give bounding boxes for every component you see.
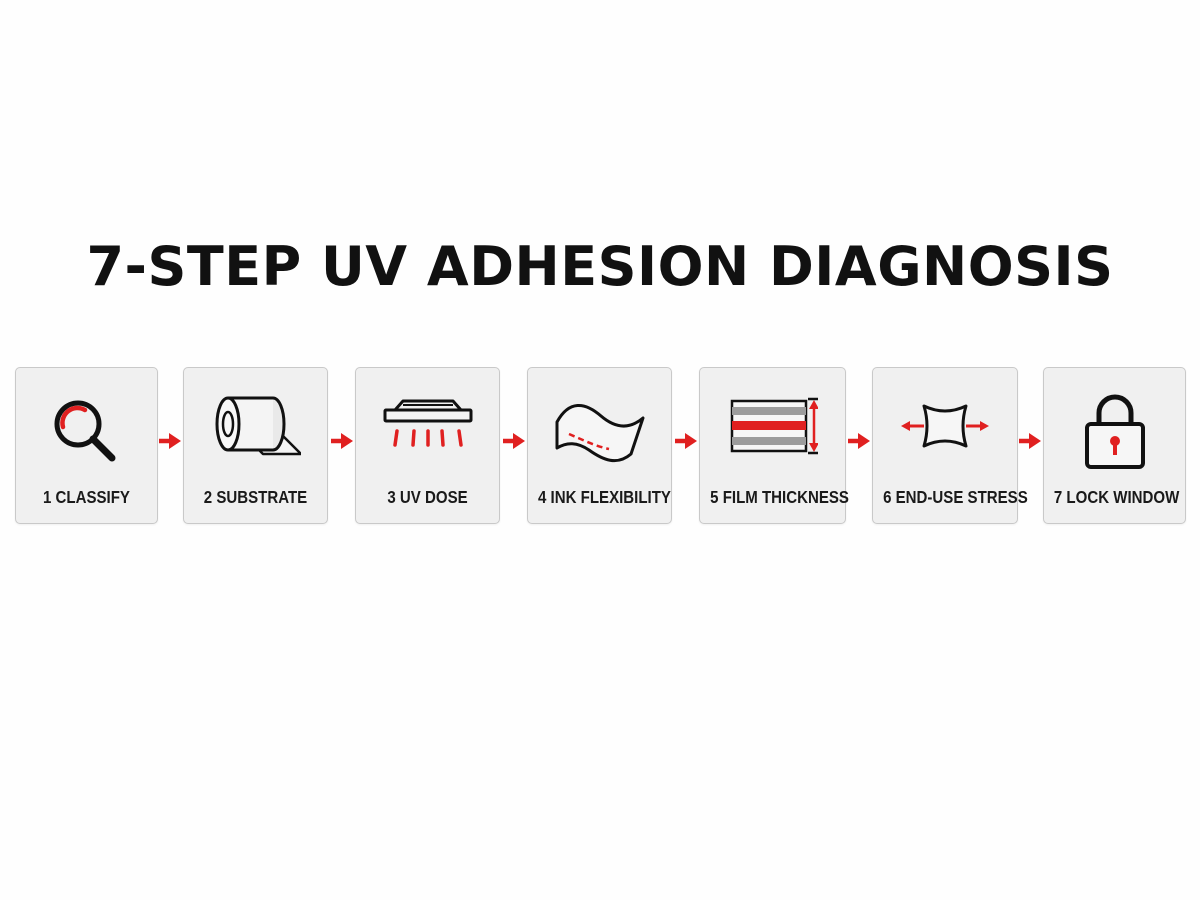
stretch-stress-icon — [901, 404, 989, 448]
step-label: 3 UV DOSE — [387, 487, 468, 507]
step-card-lock-window: 7 LOCK WINDOW — [1043, 367, 1186, 524]
step-label: 5 FILM THICKNESS — [710, 487, 849, 507]
step-label: 4 INK FLEXIBILITY — [538, 487, 671, 507]
step-label: 1 CLASSIFY — [43, 487, 130, 507]
step-card-ink-flexibility: 4 INK FLEXIBILITY — [527, 367, 672, 524]
step-card-film-thickness: 5 FILM THICKNESS — [699, 367, 849, 524]
film-roll-icon — [215, 396, 301, 456]
arrow-right-icon — [848, 433, 870, 449]
uv-lamp-icon — [383, 399, 472, 447]
step-label: 7 LOCK WINDOW — [1053, 487, 1180, 507]
arrow-right-icon — [159, 433, 181, 449]
diagram-title: 7-STEP UV ADHESION DIAGNOSIS — [86, 235, 1114, 298]
padlock-icon — [1084, 394, 1145, 469]
arrow-right-icon — [675, 433, 697, 449]
step-card-classify: 1 CLASSIFY — [15, 367, 158, 524]
film-layers-icon — [730, 397, 818, 455]
arrow-right-icon — [1019, 433, 1041, 449]
magnifier-icon — [54, 400, 115, 462]
flexible-sheet-icon — [555, 404, 644, 463]
step-card-end-use-stress: 6 END-USE STRESS — [872, 367, 1028, 524]
step-label: 6 END-USE STRESS — [883, 487, 1028, 507]
step-card-uv-dose: 3 UV DOSE — [355, 367, 500, 524]
arrow-right-icon — [503, 433, 525, 449]
step-card-substrate: 2 SUBSTRATE — [183, 367, 328, 524]
arrow-right-icon — [331, 433, 353, 449]
step-label: 2 SUBSTRATE — [203, 487, 308, 507]
